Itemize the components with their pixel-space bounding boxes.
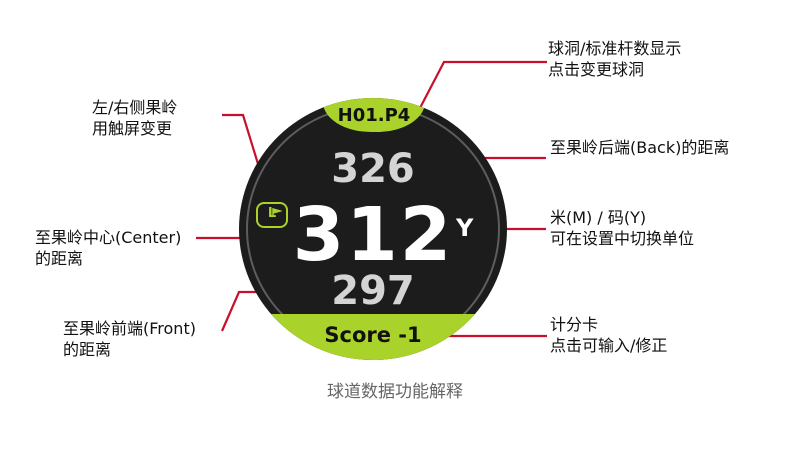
- annotation-line: 米(M) / 码(Y): [550, 208, 647, 227]
- green-side-icon[interactable]: L: [256, 202, 288, 228]
- unit-annotation: 米(M) / 码(Y) 可在设置中切换单位: [550, 207, 694, 249]
- hole-label: H01.P4: [337, 105, 411, 126]
- annotation-line: 点击变更球洞: [548, 60, 645, 79]
- score-annotation: 计分卡 点击可输入/修正: [550, 314, 667, 356]
- unit-label: Y: [456, 214, 474, 242]
- front-distance: 297: [331, 268, 415, 314]
- annotation-line: 可在设置中切换单位: [550, 229, 695, 248]
- annotation-line: 点击可输入/修正: [550, 336, 668, 355]
- annotation-line: 用触屏变更: [92, 119, 173, 138]
- annotation-line: 计分卡: [550, 315, 599, 334]
- hole-annotation: 球洞/标准杆数显示 点击变更球洞: [548, 38, 681, 80]
- annotation-line: 左/右侧果岭: [92, 98, 178, 117]
- leader-hole: [419, 60, 547, 109]
- annotation-line: 球洞/标准杆数显示: [548, 39, 682, 58]
- annotation-line: 至果岭后端(Back)的距离: [550, 138, 730, 157]
- center-distance: 312: [292, 192, 454, 278]
- annotation-line: 至果岭中心(Center): [35, 228, 182, 247]
- flag-icon: [272, 208, 282, 217]
- annotation-line: 至果岭前端(Front): [63, 319, 196, 338]
- annotation-line: 的距离: [35, 249, 84, 268]
- score-label: Score -1: [324, 323, 422, 347]
- figure-caption: 球道数据功能解释: [327, 382, 463, 402]
- score-button[interactable]: Score -1: [239, 314, 507, 360]
- front-annotation: 至果岭前端(Front) 的距离: [63, 318, 196, 360]
- watch-face: H01.P4 326 312 Y L 297 Score -1: [239, 98, 507, 360]
- back-annotation: 至果岭后端(Back)的距离: [550, 137, 729, 158]
- side-annotation: 左/右侧果岭 用触屏变更: [92, 97, 177, 139]
- back-distance: 326: [331, 146, 415, 192]
- annotation-line: 的距离: [63, 340, 112, 359]
- green-side-letter: L: [267, 206, 277, 221]
- center-annotation: 至果岭中心(Center) 的距离: [35, 227, 181, 269]
